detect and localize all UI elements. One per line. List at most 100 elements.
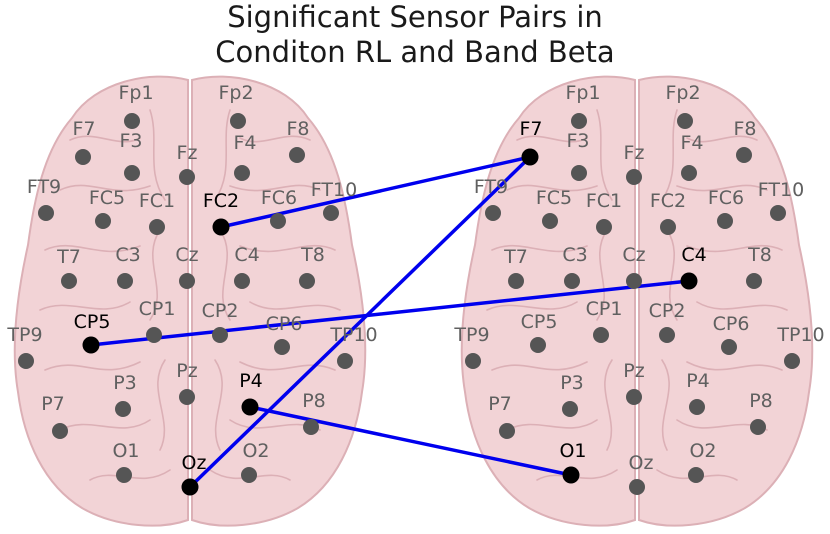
sensor-fp2: Fp2	[218, 82, 254, 129]
sensor-o1: O1	[559, 440, 587, 484]
sensor-dot	[499, 423, 515, 439]
sensor-label: FT10	[758, 179, 804, 201]
sensor-label: FC6	[708, 187, 744, 209]
sensor-oz: Oz	[629, 452, 653, 495]
sensor-label: CP6	[713, 313, 750, 335]
sensor-dot	[746, 273, 762, 289]
sensor-label: TP9	[6, 324, 42, 346]
sensor-dot	[564, 273, 580, 289]
sensor-dot	[629, 479, 645, 495]
sensor-fc6: FC6	[708, 187, 744, 229]
connection-p4-o1	[248, 405, 573, 477]
sensor-label: F7	[72, 118, 95, 140]
sensor-dot	[75, 149, 91, 165]
sensor-dot	[530, 337, 546, 353]
sensor-dot	[659, 327, 675, 343]
sensor-label: FC2	[203, 190, 239, 212]
brain-fold	[506, 184, 598, 192]
brain-fold	[69, 135, 141, 143]
brain-fold	[491, 245, 588, 253]
sensor-label: P3	[113, 372, 137, 394]
sensor-label: FC5	[536, 187, 572, 209]
brain-fold	[239, 135, 311, 143]
sensor-cp6: CP6	[713, 313, 750, 355]
sensor-label: T7	[56, 246, 81, 268]
sensor-tp9: TP9	[453, 324, 490, 369]
sensor-dot	[677, 113, 693, 129]
brain-fold	[686, 361, 783, 371]
brain-fold	[596, 109, 613, 201]
brain-fold	[491, 361, 588, 371]
sensor-p4: P4	[686, 370, 710, 415]
sensor-label: Cz	[622, 244, 645, 266]
connection-oz-f7	[188, 155, 532, 489]
sensor-tp10: TP10	[329, 324, 378, 369]
sensor-dot	[770, 205, 786, 221]
sensor-label: Fz	[177, 142, 198, 164]
sensor-f4: F4	[233, 132, 257, 181]
brain-fold	[44, 245, 141, 253]
sensor-tp10: TP10	[776, 324, 825, 369]
sensor-label: O2	[689, 440, 716, 462]
brain-illustrations	[13, 75, 814, 527]
sensor-dot	[465, 353, 481, 369]
sensor-fz: Fz	[177, 142, 198, 185]
sensor-fc2: FC2	[203, 190, 239, 236]
brain-fold	[214, 109, 231, 201]
sensor-dot	[689, 399, 705, 415]
sensor-fp1: Fp1	[565, 82, 601, 129]
sensor-dot	[38, 205, 54, 221]
brain-fold	[486, 301, 578, 311]
sensor-label: CP2	[202, 300, 239, 322]
brain-fold	[676, 184, 768, 192]
sensor-t8: T8	[299, 244, 325, 289]
sensor-dot	[660, 219, 676, 235]
sensor-f8: F8	[733, 118, 757, 163]
sensor-pz: Pz	[176, 360, 198, 405]
sensor-label: C3	[115, 244, 140, 266]
sensor-label: F7	[519, 118, 542, 140]
sensor-label: FT10	[311, 179, 357, 201]
right-brain	[460, 75, 814, 527]
sensor-c4: C4	[234, 244, 260, 289]
sensor-f7: F7	[72, 118, 96, 165]
sensor-dot	[146, 327, 162, 343]
sensor-dot	[270, 213, 286, 229]
sensor-dot	[626, 169, 642, 185]
sensor-oz: Oz	[181, 452, 206, 496]
sensor-label: O1	[112, 440, 139, 462]
sensor-cz: Cz	[622, 244, 646, 289]
sensor-fc6: FC6	[261, 187, 297, 229]
sensor-dot	[571, 165, 587, 181]
brain-fold	[229, 184, 321, 192]
sensor-label: CP5	[521, 311, 558, 333]
brain-fold	[44, 361, 141, 371]
sensor-pz: Pz	[623, 360, 645, 405]
brain-fold	[149, 229, 161, 321]
sensor-label: FC1	[139, 190, 175, 212]
sensor-label: C4	[234, 244, 259, 266]
sensor-label: F4	[233, 132, 256, 154]
brain-fold	[516, 135, 588, 143]
sensor-label: FT9	[474, 176, 508, 198]
sensor-label: Pz	[623, 360, 644, 382]
sensor-p8: P8	[302, 390, 326, 435]
sensor-fz: Fz	[624, 142, 644, 185]
brain-fold	[59, 419, 151, 431]
sensor-dot	[234, 165, 250, 181]
sensor-cp1: CP1	[139, 298, 175, 343]
sensor-o1: O1	[112, 440, 140, 483]
sensor-dot	[179, 273, 195, 289]
sensor-cp1: CP1	[586, 298, 622, 343]
sensor-label: T8	[747, 244, 772, 266]
sensor-c4: C4	[680, 244, 707, 290]
sensor-ft9: FT9	[474, 176, 508, 221]
sensor-ft10: FT10	[311, 179, 357, 221]
sensor-ft10: FT10	[758, 179, 804, 221]
brain-fold	[214, 359, 223, 451]
sensor-f8: F8	[286, 118, 310, 163]
sensor-dot	[289, 147, 305, 163]
